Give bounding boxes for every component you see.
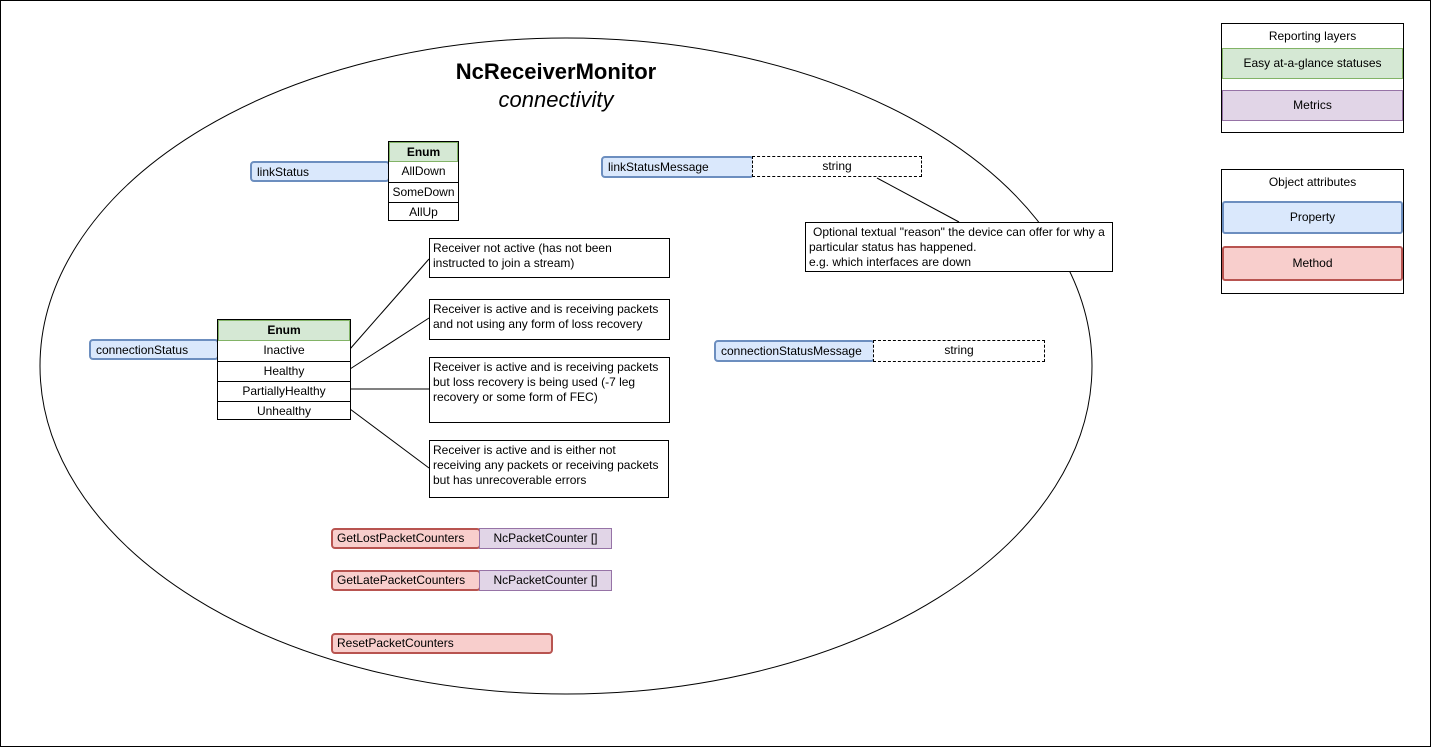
connection-status-message-property[interactable]: connectionStatusMessage	[714, 340, 875, 362]
note-line: particular status has happened.	[809, 240, 977, 254]
get-lost-packet-counters-return: NcPacketCounter []	[479, 528, 612, 549]
enum-item-all-up: AllUp	[389, 202, 458, 222]
connector-link-status-message	[876, 177, 960, 223]
note-line: e.g. which interfaces are down	[809, 255, 972, 269]
enum-header: Enum	[218, 320, 350, 341]
connection-status-message-type: string	[873, 340, 1045, 362]
connector-unhealthy	[349, 408, 430, 469]
enum-item-partially-healthy: PartiallyHealthy	[218, 381, 350, 401]
note-line: Optional textual "reason" the device can…	[813, 225, 1105, 239]
diagram-subtitle: connectivity	[498, 87, 614, 112]
enum-item-unhealthy: Unhealthy	[218, 401, 350, 421]
link-status-message-note: Optional textual "reason" the device can…	[805, 222, 1113, 272]
get-late-packet-counters-method[interactable]: GetLatePacketCounters	[331, 570, 481, 591]
diagram-title: NcReceiverMonitor	[455, 59, 657, 84]
connector-inactive	[349, 258, 430, 350]
legend-reporting-layers: Reporting layers Easy at-a-glance status…	[1221, 23, 1404, 133]
enum-item-some-down: SomeDown	[389, 182, 458, 202]
reset-packet-counters-method[interactable]: ResetPacketCounters	[331, 633, 553, 654]
enum-item-all-down: AllDown	[401, 164, 446, 178]
note-healthy: Receiver is active and is receiving pack…	[429, 299, 670, 340]
get-late-packet-counters-return: NcPacketCounter []	[479, 570, 612, 591]
link-status-message-property[interactable]: linkStatusMessage	[601, 156, 754, 178]
link-status-message-type: string	[752, 156, 922, 177]
legend-status-swatch: Easy at-a-glance statuses	[1222, 48, 1403, 79]
get-lost-packet-counters-method[interactable]: GetLostPacketCounters	[331, 528, 481, 549]
note-inactive: Receiver not active (has not been instru…	[429, 238, 670, 278]
connector-healthy	[349, 317, 430, 370]
legend-metrics-swatch: Metrics	[1222, 90, 1403, 121]
enum-item-healthy: Healthy	[218, 361, 350, 381]
legend-object-attributes: Object attributes Property Method	[1221, 169, 1404, 294]
enum-item-inactive: Inactive	[263, 343, 305, 357]
link-status-property[interactable]: linkStatus	[250, 161, 390, 182]
note-unhealthy: Receiver is active and is either not rec…	[429, 440, 669, 498]
note-partially-healthy: Receiver is active and is receiving pack…	[429, 357, 670, 423]
legend-method-swatch: Method	[1222, 246, 1403, 281]
legend-property-swatch: Property	[1222, 201, 1403, 234]
enum-header: Enum	[389, 142, 458, 162]
connection-status-property[interactable]: connectionStatus	[89, 339, 219, 360]
connection-status-enum: Enum Inactive Healthy PartiallyHealthy U…	[217, 319, 351, 420]
legend-title: Reporting layers	[1268, 29, 1357, 43]
link-status-enum: Enum AllDown SomeDown AllUp	[388, 141, 459, 221]
legend-title: Object attributes	[1268, 175, 1357, 189]
